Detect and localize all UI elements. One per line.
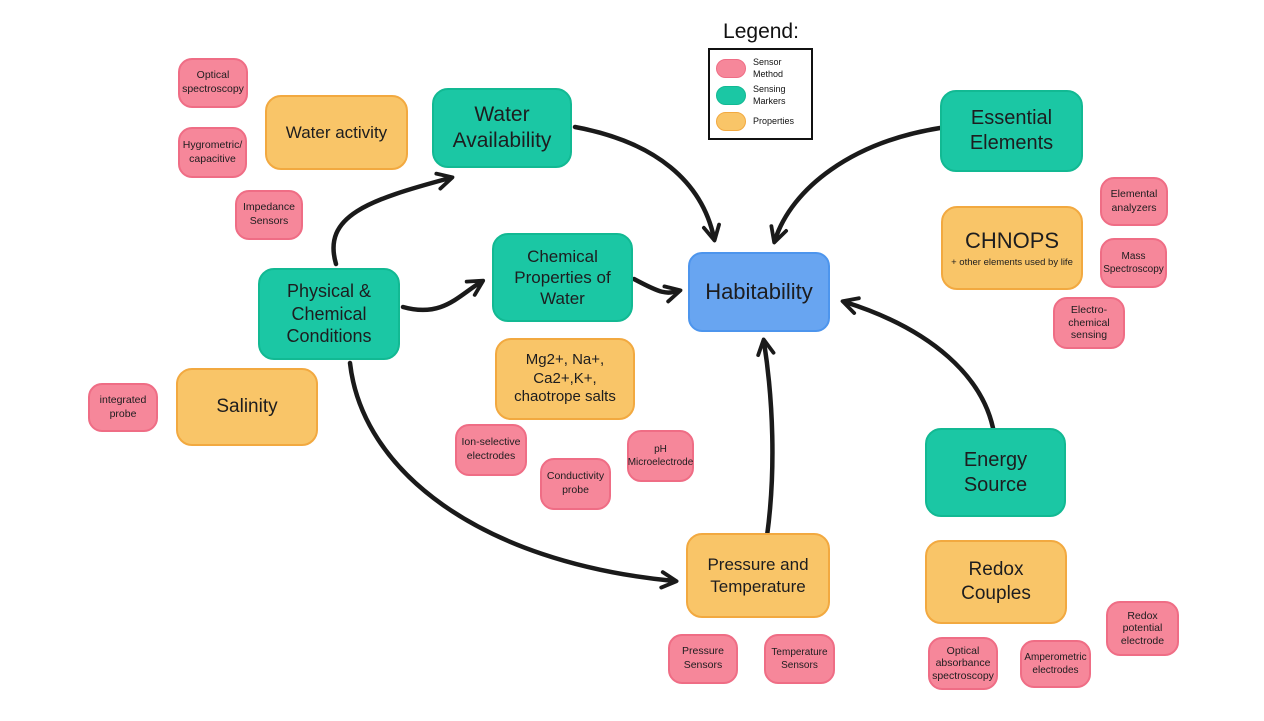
node-physical-chemical-conditions[interactable]: Physical & Chemical Conditions: [258, 268, 400, 360]
node-label: Electro- chemical sensing: [1068, 304, 1110, 342]
properties-swatch: [716, 111, 746, 131]
node-hygrometric-capacitive[interactable]: Hygrometric/ capacitive: [178, 127, 247, 178]
arrow-energy-source-to-habitability: [840, 296, 996, 431]
node-label: Hygrometric/ capacitive: [182, 138, 243, 165]
legend-label: Sensing Markers: [753, 84, 786, 106]
node-electrochemical-sensing[interactable]: Electro- chemical sensing: [1053, 297, 1125, 349]
node-label: Optical absorbance spectroscopy: [932, 644, 994, 682]
node-pressure-and-temperature[interactable]: Pressure and Temperature: [686, 533, 830, 618]
node-energy-source[interactable]: Energy Source: [925, 428, 1066, 517]
node-habitability[interactable]: Habitability: [688, 252, 830, 332]
legend-row-sensor-method: Sensor Method: [716, 57, 805, 80]
node-optical-spectroscopy[interactable]: Optical spectroscopy: [178, 58, 248, 108]
node-mass-spectroscopy[interactable]: Mass Spectroscopy: [1100, 238, 1167, 288]
node-label: Water activity: [285, 122, 388, 142]
arrow-conditions-to-chemical-properties: [400, 278, 486, 313]
sensor-method-swatch: [716, 59, 746, 79]
node-label: Redox Couples: [961, 559, 1031, 604]
arrow-conditions-to-water-availability: [331, 171, 455, 267]
node-label: CHNOPS: [964, 228, 1060, 254]
node-label: Water Availability: [452, 102, 552, 152]
node-redox-couples[interactable]: Redox Couples: [925, 540, 1067, 624]
node-pressure-sensors[interactable]: Pressure Sensors: [668, 634, 738, 684]
node-optical-absorbance-spectroscopy[interactable]: Optical absorbance spectroscopy: [928, 637, 998, 690]
node-label: Optical spectroscopy: [182, 69, 244, 95]
node-water-activity[interactable]: Water activity: [265, 95, 408, 170]
node-sublabel: + other elements used by life: [951, 256, 1073, 268]
node-impedance-sensors[interactable]: Impedance Sensors: [235, 190, 303, 240]
node-conductivity-probe[interactable]: Conductivity probe: [540, 458, 611, 510]
node-label: Energy Source: [963, 448, 1028, 496]
node-label: Salinity: [216, 396, 278, 418]
node-label: Habitability: [705, 279, 813, 305]
node-label: Physical & Chemical Conditions: [286, 281, 372, 347]
node-salinity[interactable]: Salinity: [176, 368, 318, 446]
node-essential-elements[interactable]: Essential Elements: [940, 90, 1083, 172]
node-amperometric-electrodes[interactable]: Amperometric electrodes: [1020, 640, 1091, 688]
node-label: Ion-selective electrodes: [461, 436, 521, 462]
node-temperature-sensors[interactable]: Temperature Sensors: [764, 634, 835, 684]
legend-row-sensing-markers: Sensing Markers: [716, 84, 805, 107]
node-ion-selective-electrodes[interactable]: Ion-selective electrodes: [455, 424, 527, 476]
node-ph-microelectrode[interactable]: pH Microelectrode: [627, 430, 694, 482]
node-redox-potential-electrode[interactable]: Redox potential electrode: [1106, 601, 1179, 656]
node-label: Pressure Sensors: [681, 645, 724, 671]
arrow-pressure-temperature-to-habitability: [756, 337, 776, 539]
arrow-essential-elements-to-habitability: [769, 125, 943, 245]
node-integrated-probe[interactable]: integrated probe: [88, 383, 158, 432]
node-label: pH Microelectrode: [627, 444, 694, 468]
node-label: Temperature Sensors: [771, 647, 828, 671]
legend-title: Legend:: [723, 20, 799, 43]
legend-row-properties: Properties: [716, 111, 805, 131]
node-water-availability[interactable]: Water Availability: [432, 88, 572, 168]
legend-box: Sensor Method Sensing Markers Properties: [708, 48, 813, 140]
node-label: Amperometric electrodes: [1024, 652, 1087, 676]
node-label: Mass Spectroscopy: [1103, 251, 1164, 275]
legend-label: Sensor Method: [753, 57, 784, 79]
node-label: Impedance Sensors: [243, 201, 295, 227]
node-mg-na-ca-k-chaotrope-salts[interactable]: Mg2+, Na+, Ca2+,K+, chaotrope salts: [495, 338, 635, 420]
node-chnops[interactable]: CHNOPS + other elements used by life: [941, 206, 1083, 290]
node-label: Essential Elements: [969, 107, 1054, 154]
node-chemical-properties-of-water[interactable]: Chemical Properties of Water: [492, 233, 633, 322]
node-label: Chemical Properties of Water: [514, 246, 611, 309]
node-elemental-analyzers[interactable]: Elemental analyzers: [1100, 177, 1168, 226]
node-label: integrated probe: [99, 393, 147, 420]
node-label: Conductivity probe: [546, 470, 605, 496]
sensing-markers-swatch: [716, 86, 746, 106]
node-label: Mg2+, Na+, Ca2+,K+, chaotrope salts: [514, 350, 616, 406]
arrow-chemical-properties-to-habitability: [631, 276, 683, 304]
node-label: Elemental analyzers: [1110, 187, 1158, 214]
arrow-water-availability-to-habitability: [572, 124, 721, 243]
node-label: Redox potential electrode: [1120, 609, 1165, 647]
node-label: Pressure and Temperature: [707, 555, 809, 596]
legend-label: Properties: [753, 115, 795, 126]
